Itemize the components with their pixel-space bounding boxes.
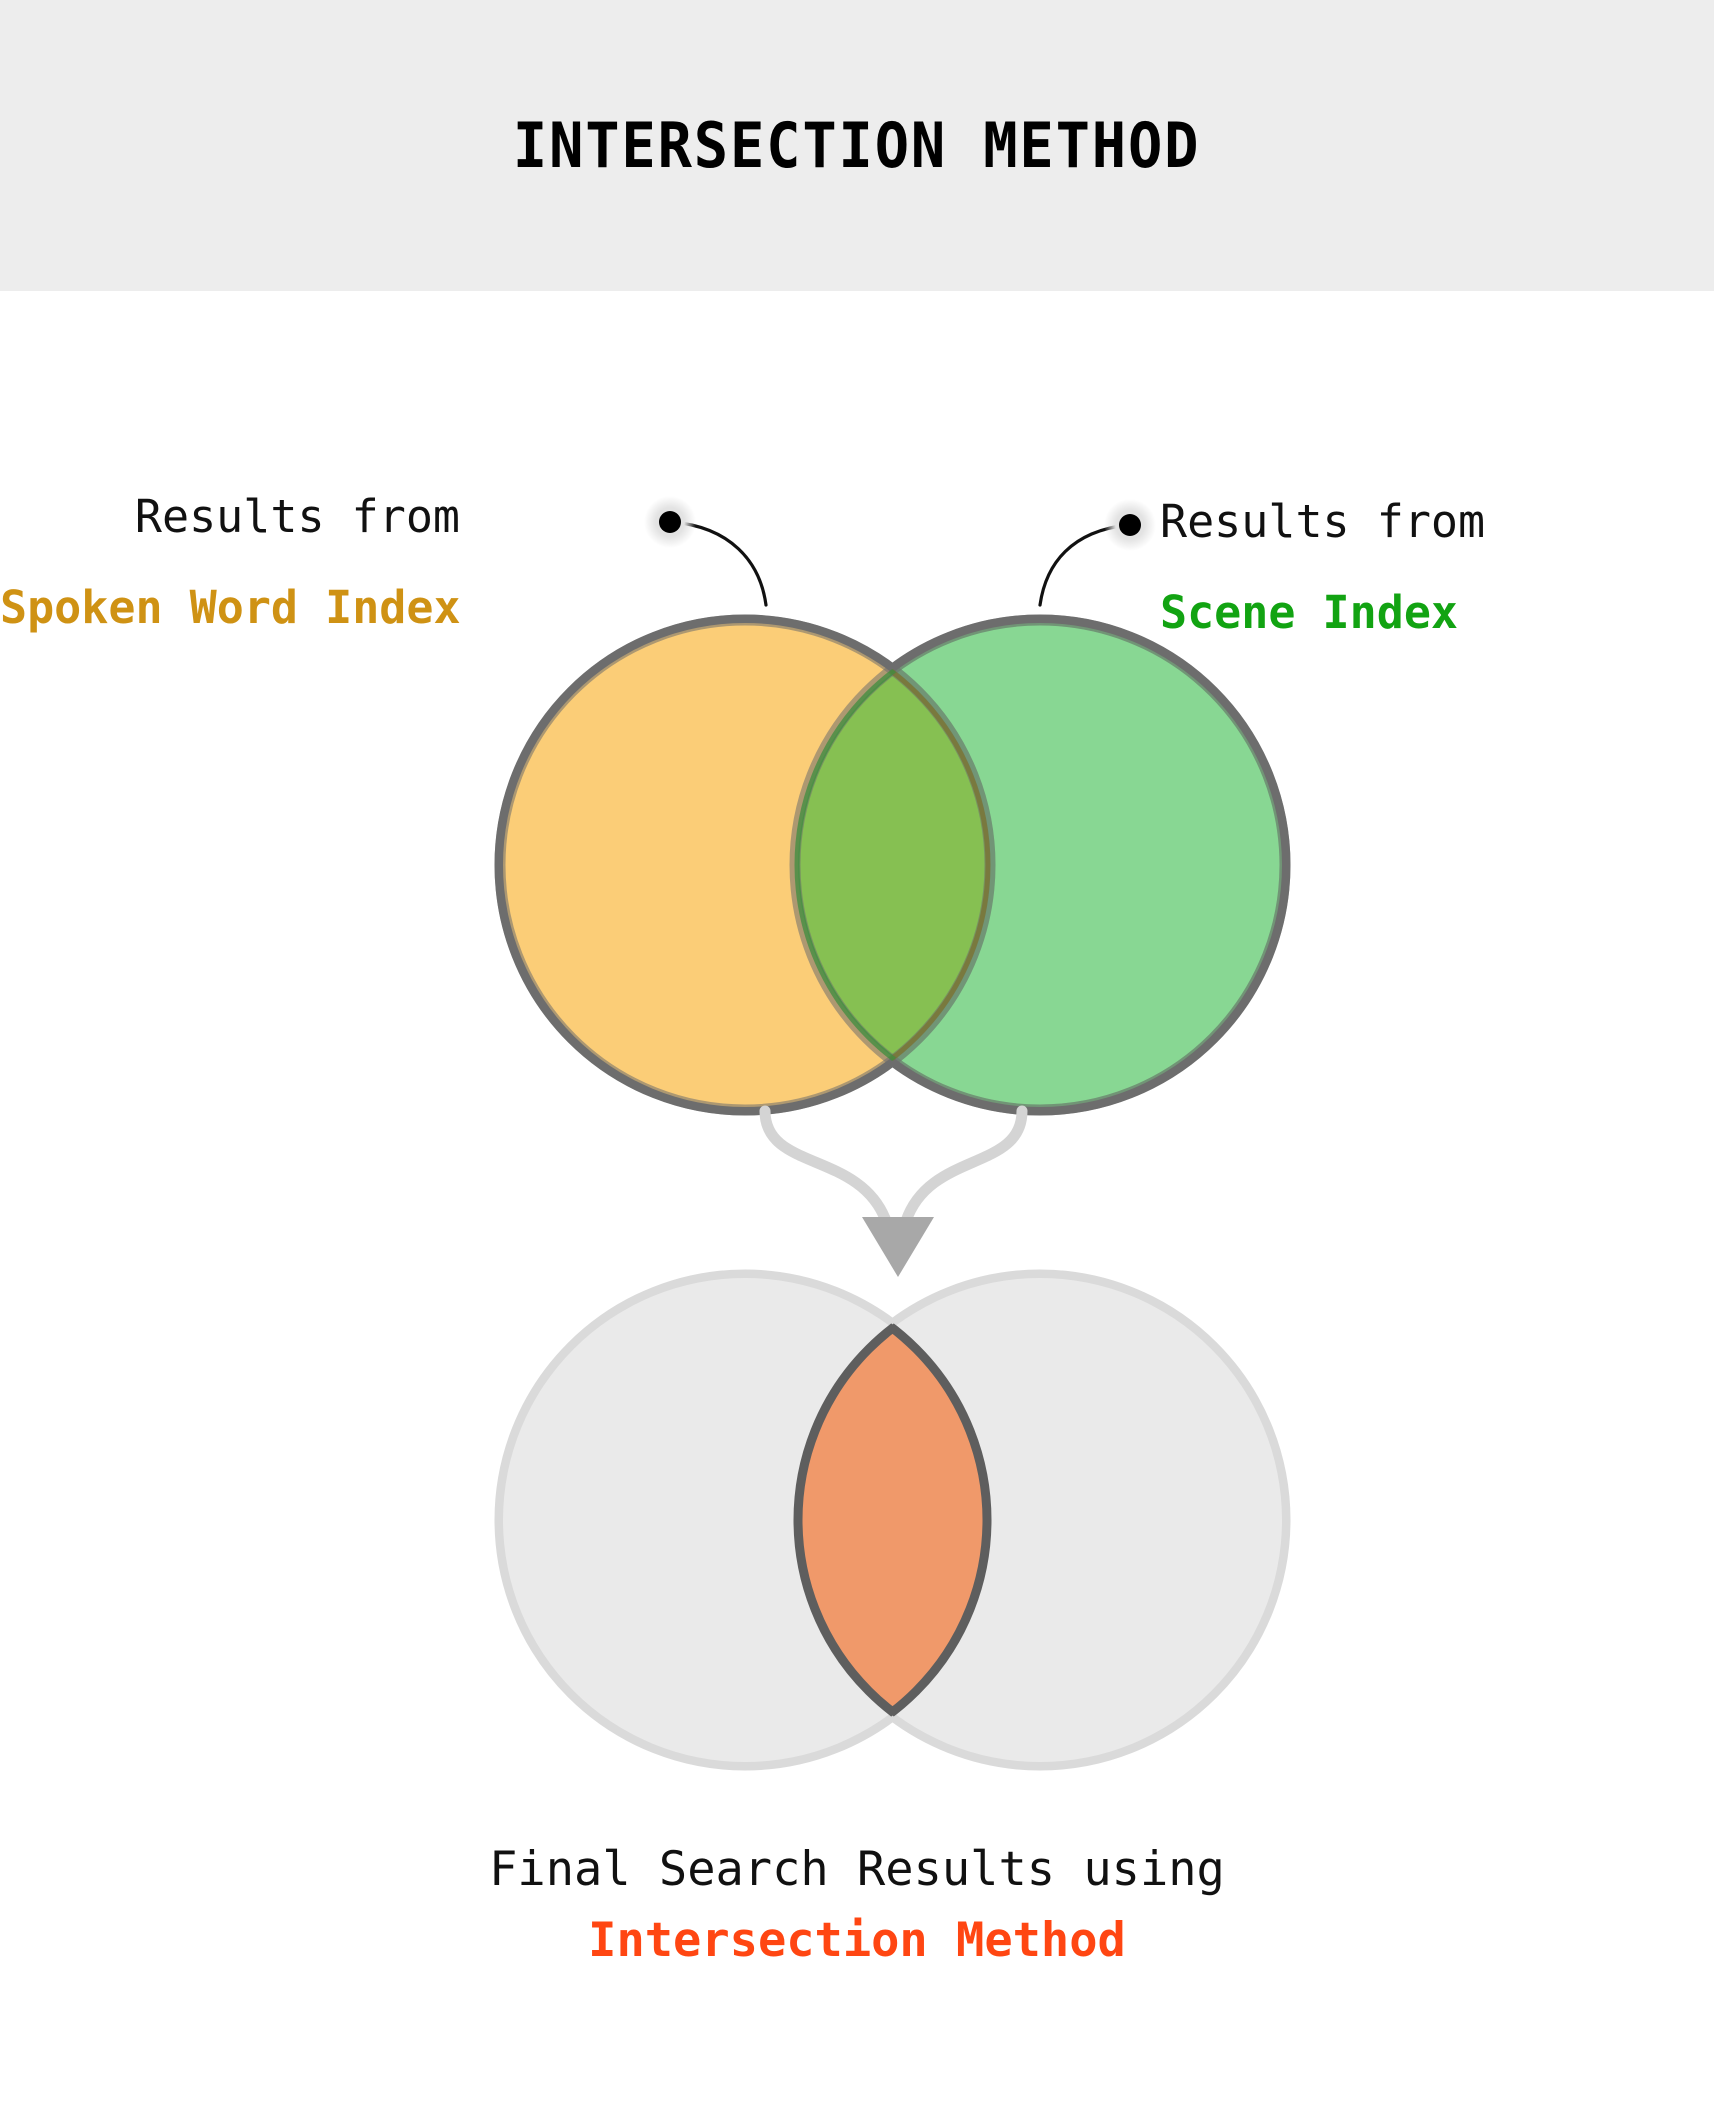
header-band: INTERSECTION METHOD [0, 0, 1714, 291]
callout-scene-index: Results from Scene Index [1150, 457, 1714, 676]
final-results-caption-line1: Final Search Results using [489, 1842, 1225, 1897]
callout-spoken-word-line2: Spoken Word Index [0, 580, 461, 634]
venn-top-group [494, 614, 1291, 1116]
arrowhead-icon [862, 1217, 934, 1277]
callout-spoken-word-line1: Results from [134, 489, 460, 543]
merge-arrow [759, 1105, 1028, 1277]
final-results-caption-line2: Intersection Method [588, 1912, 1126, 1968]
page-title: INTERSECTION METHOD [513, 108, 1201, 182]
leader-dot-spoken-word [659, 511, 681, 533]
venn-top-overlap [798, 623, 990, 1107]
callout-scene-line2: Scene Index [1160, 585, 1459, 639]
leader-dot-scene [1119, 514, 1141, 536]
callout-scene-line1: Results from [1160, 494, 1486, 548]
leader-line-spoken-word [644, 496, 768, 607]
final-results-caption: Final Search Results using Intersection … [0, 1841, 1714, 1971]
venn-bottom-group [494, 1269, 1291, 1771]
venn-bottom-intersection [798, 1278, 990, 1762]
venn-diagram-graphic [494, 496, 1291, 1771]
callout-spoken-word-index: Results from Spoken Word Index [0, 452, 620, 671]
leader-line-scene [1038, 499, 1156, 607]
venn-diagram-stage: Results from Spoken Word Index Results f… [0, 291, 1714, 2118]
